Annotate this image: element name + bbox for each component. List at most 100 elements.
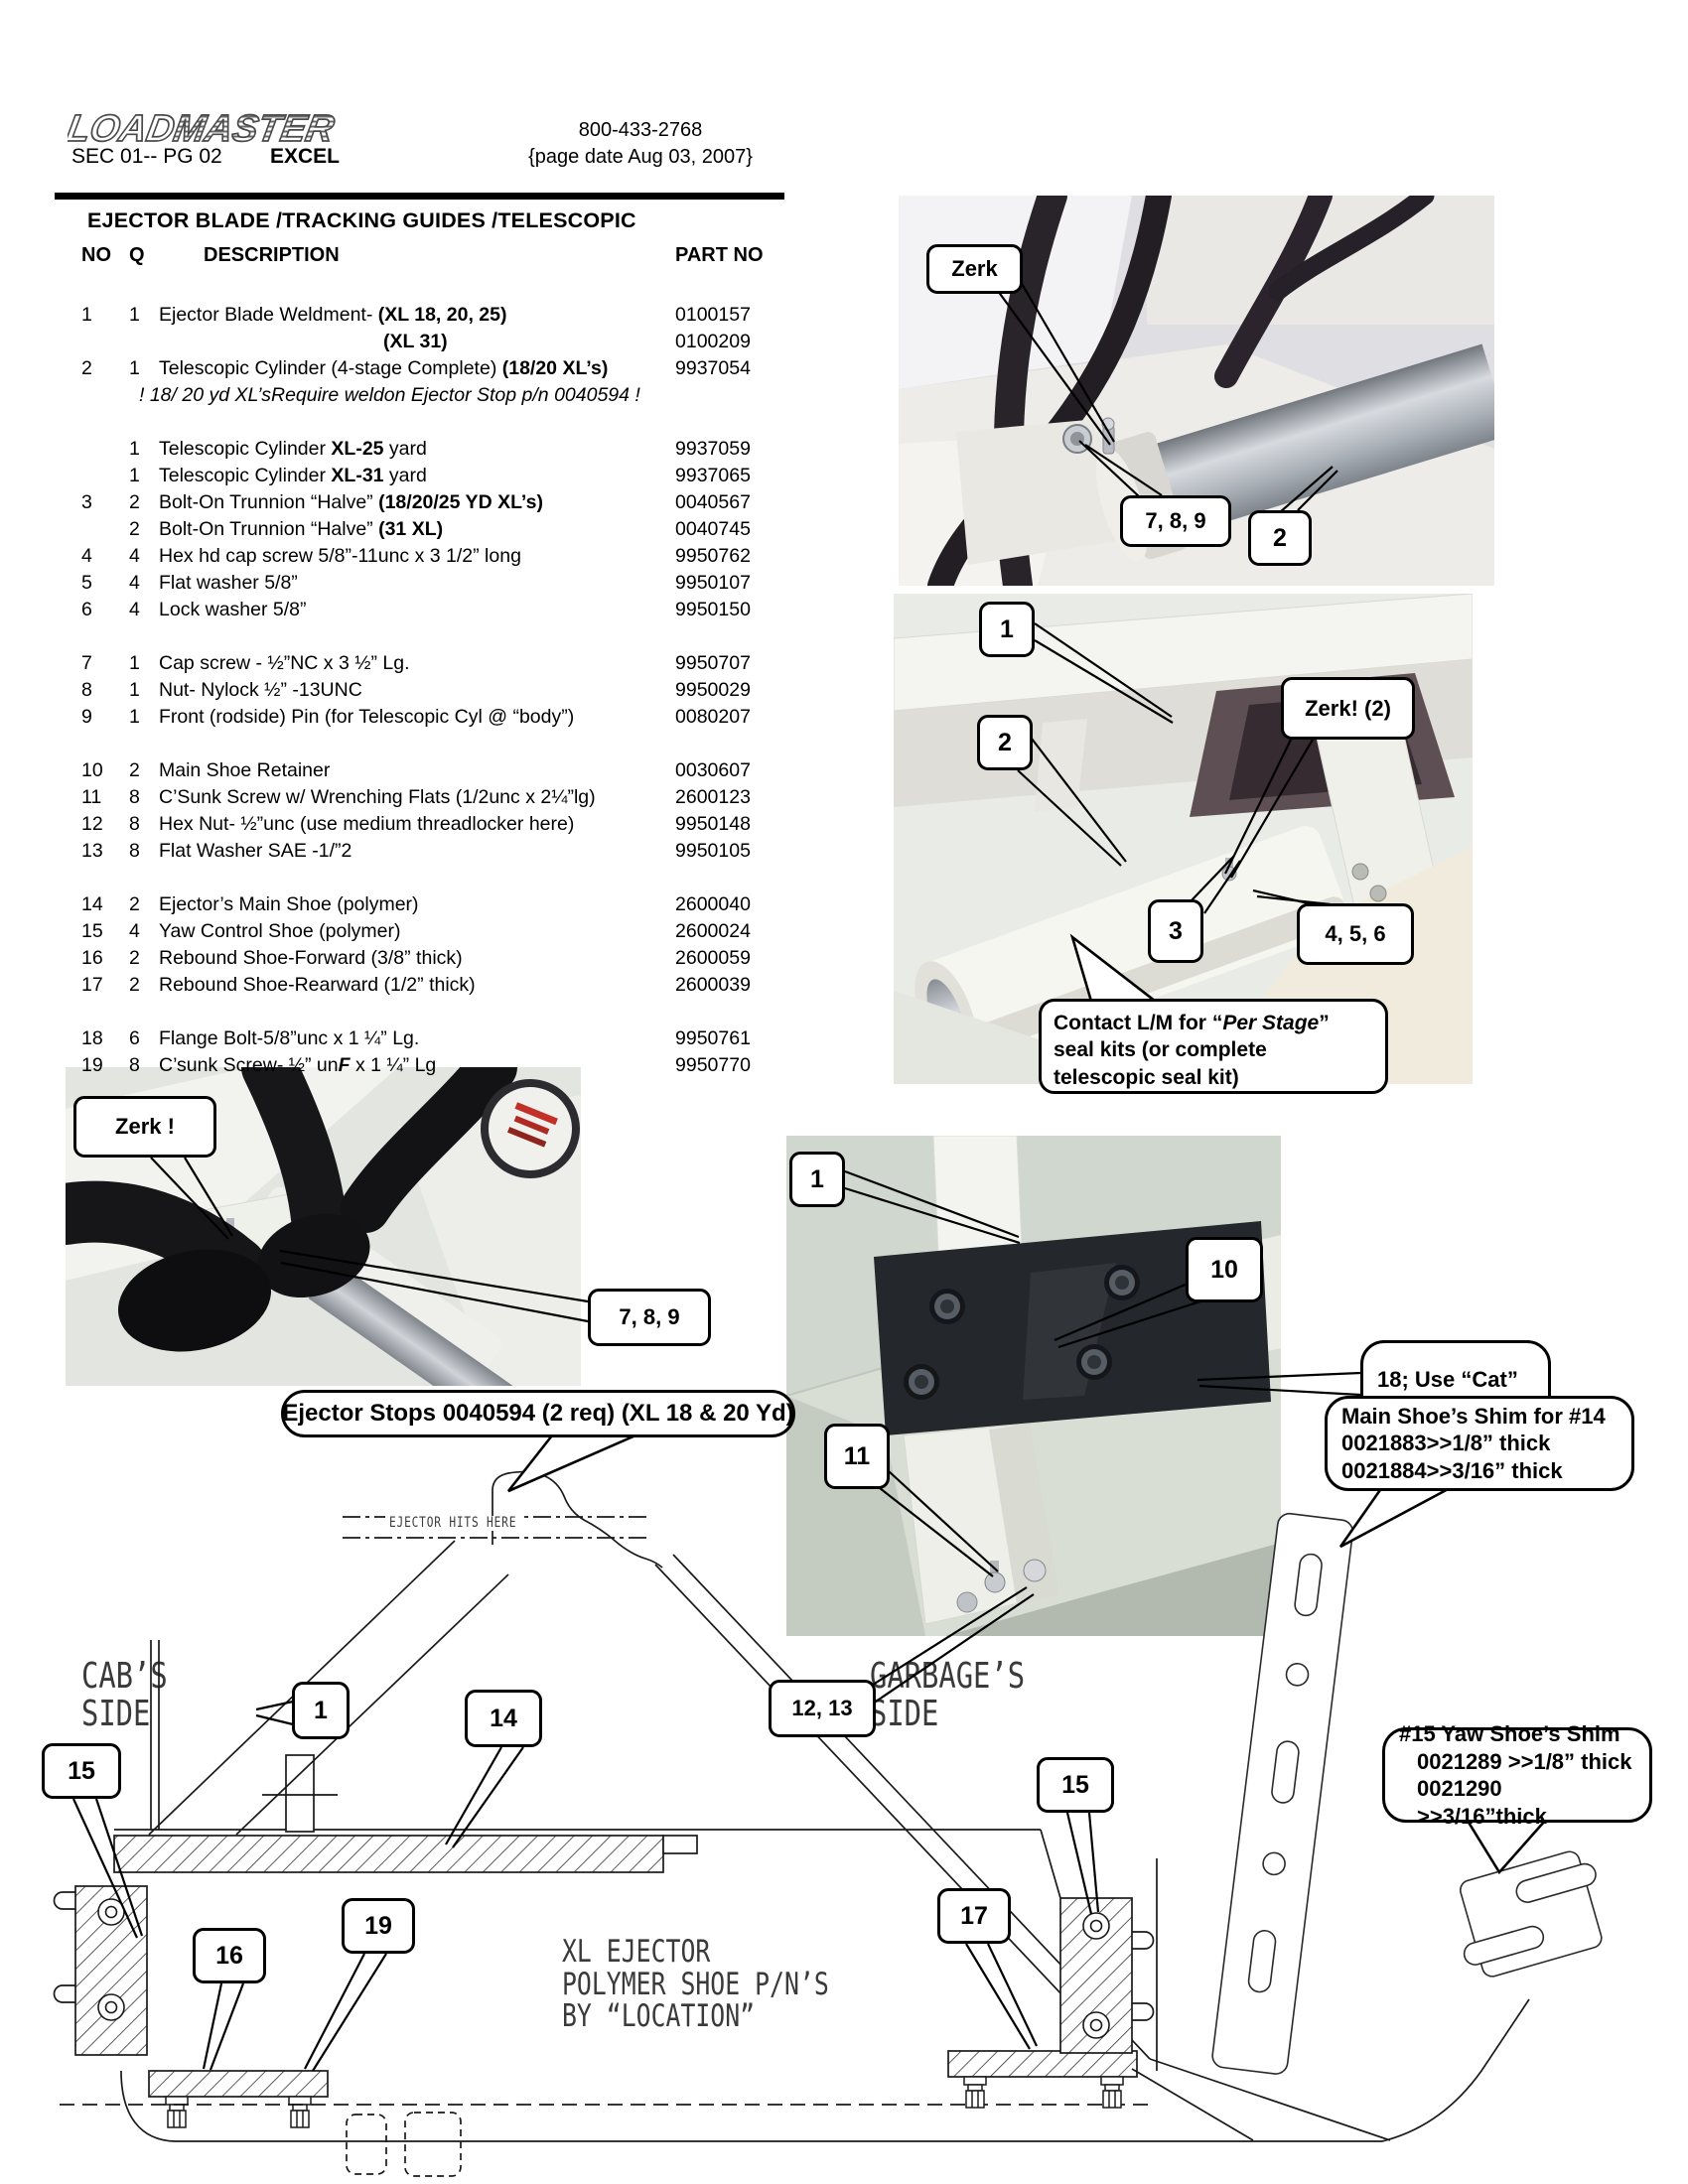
cell-qty: 4 <box>129 599 140 620</box>
table-row: ! 18/ 20 yd XL’sRequire weldon Ejector S… <box>75 384 810 411</box>
callout-line: 18; Use “Cat” <box>1377 1366 1518 1392</box>
callout-10-photo-shoe: 10 <box>1186 1237 1263 1302</box>
cell-part-no: 9937065 <box>675 465 751 486</box>
photo-shoe-retainer <box>786 1136 1281 1636</box>
callout-label: 1 <box>810 1164 824 1193</box>
cell-no: 11 <box>81 786 102 808</box>
col-part: PART NO <box>675 244 764 266</box>
cell-qty: 1 <box>129 438 140 460</box>
callout-main-shoe-shim: Main Shoe’s Shim for #14 0021883>>1/8” t… <box>1325 1396 1634 1491</box>
cell-description: Yaw Control Shoe (polymer) <box>159 920 401 942</box>
cell-description: Cap screw - ½”NC x 3 ½” Lg. <box>159 652 410 674</box>
svg-text:LOADMASTER: LOADMASTER <box>68 107 338 150</box>
cell-qty: 8 <box>129 840 140 862</box>
cell-no: 19 <box>81 1054 103 1076</box>
callout-line: 0021290 >>3/16”thick <box>1417 1776 1547 1829</box>
cell-no: 1 <box>81 304 92 326</box>
cell-part-no: 9950761 <box>675 1027 751 1049</box>
cell-part-no: 2600039 <box>675 974 751 996</box>
cell-description: Rebound Shoe-Rearward (1/2” thick) <box>159 974 476 996</box>
callout-label: 7, 8, 9 <box>1145 508 1206 533</box>
page-title: EJECTOR BLADE /TRACKING GUIDES /TELESCOP… <box>87 208 636 232</box>
main-shoe-section <box>113 1835 664 1873</box>
callout-label: 15 <box>68 1756 95 1785</box>
callout-label: 2 <box>998 728 1012 756</box>
cell-qty: 1 <box>129 357 140 379</box>
callout-label: 15 <box>1061 1770 1089 1799</box>
callout-label: 10 <box>1210 1255 1238 1284</box>
cell-description: Front (rodside) Pin (for Telescopic Cyl … <box>159 706 575 728</box>
cell-description: Rebound Shoe-Forward (3/8” thick) <box>159 947 463 969</box>
cell-no: 8 <box>81 679 92 701</box>
callout-1-drawing: 1 <box>292 1682 350 1739</box>
page-date: {page date Aug 03, 2007} <box>528 146 753 168</box>
cell-no: 2 <box>81 357 92 379</box>
cell-qty: 2 <box>129 974 140 996</box>
cell-part-no: 0080207 <box>675 706 751 728</box>
callout-14-drawing: 14 <box>465 1690 542 1747</box>
parts-table-header: NO Q DESCRIPTION PART NO <box>75 244 810 274</box>
col-no: NO <box>81 244 111 266</box>
phone-number: 800-433-2768 <box>578 119 703 141</box>
cell-part-no: 9950148 <box>675 813 751 835</box>
cell-part-no: 0040567 <box>675 491 751 513</box>
cell-description: Telescopic Cylinder XL-31 yard <box>159 465 427 486</box>
callout-1213-photo-shoe: 12, 13 <box>769 1680 876 1737</box>
rebound-shoe-rearward-section <box>947 2050 1138 2078</box>
col-q: Q <box>129 244 145 266</box>
col-desc: DESCRIPTION <box>204 244 340 266</box>
callout-17-drawing: 17 <box>937 1888 1011 1944</box>
callout-label: Zerk! (2) <box>1305 695 1391 721</box>
cell-part-no: 9950770 <box>675 1054 751 1076</box>
callout-789-photo-left: 7, 8, 9 <box>588 1289 711 1346</box>
cell-no: 5 <box>81 572 92 594</box>
cell-qty: 8 <box>129 813 140 835</box>
cell-description: (XL 31) <box>383 331 448 352</box>
callout-label: 11 <box>843 1441 871 1470</box>
cell-qty: 8 <box>129 786 140 808</box>
callout-3-photo-mid: 3 <box>1148 899 1203 963</box>
callout-label: 3 <box>1169 916 1183 945</box>
cell-part-no: 9950150 <box>675 599 751 620</box>
cell-description: Ejector Blade Weldment- (XL 18, 20, 25) <box>159 304 507 326</box>
cell-no: 13 <box>81 840 103 862</box>
callout-label: 7, 8, 9 <box>619 1304 680 1329</box>
header-divider <box>55 193 784 200</box>
callout-yaw-shoe-shim: #15 Yaw Shoe’s Shim 0021289 >>1/8” thick… <box>1382 1721 1652 1829</box>
cell-part-no: 2600123 <box>675 786 751 808</box>
callout-456-photo-mid: 4, 5, 6 <box>1297 903 1414 965</box>
cell-part-no: 0100209 <box>675 331 751 352</box>
cell-qty: 4 <box>129 545 140 567</box>
callout-label: Zerk ! <box>115 1114 175 1139</box>
contact-text: ” seal kits (or complete telescopic seal… <box>1054 1012 1330 1089</box>
callout-label: 17 <box>960 1901 988 1930</box>
table-spacer <box>75 867 810 893</box>
callout-label: 12, 13 <box>791 1696 853 1720</box>
callout-line: Main Shoe’s Shim for #14 <box>1341 1403 1606 1429</box>
callout-label: Zerk <box>951 256 998 281</box>
callout-label: 1 <box>1000 614 1014 643</box>
callout-line: #15 Yaw Shoe’s Shim <box>1399 1721 1620 1746</box>
callout-label: 19 <box>364 1911 392 1940</box>
contact-emphasis: Per Stage <box>1222 1012 1320 1034</box>
contact-text: Contact L/M for “ <box>1054 1012 1223 1034</box>
cell-no: 15 <box>81 920 103 942</box>
cell-no: 18 <box>81 1027 103 1049</box>
cell-no: 10 <box>81 759 103 781</box>
cell-qty: 4 <box>129 572 140 594</box>
cell-qty: 2 <box>129 518 140 540</box>
callout-zerk-photo-left: Zerk ! <box>73 1096 216 1158</box>
